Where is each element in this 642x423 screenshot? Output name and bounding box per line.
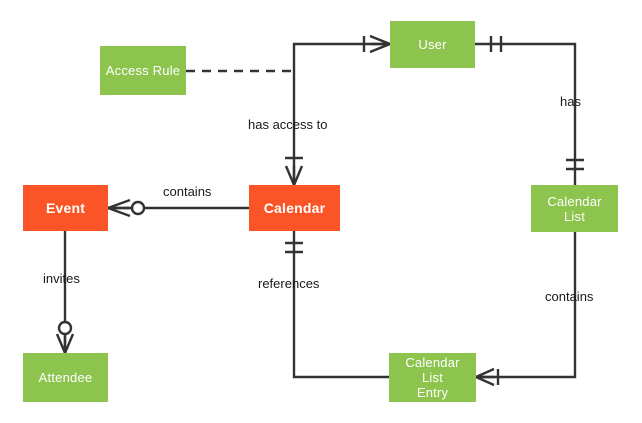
entity-label-access-rule: Access Rule — [105, 63, 181, 78]
connector-calendar-list-entry — [292, 231, 389, 379]
entity-label-calendar-list: Calendar List — [547, 193, 602, 224]
marker-entry-many-to-one — [475, 367, 500, 387]
entity-calendar[interactable]: Calendar — [249, 185, 340, 231]
connector-calendar-user — [292, 42, 390, 185]
entity-label-attendee: Attendee — [38, 370, 93, 385]
entity-user[interactable]: User — [390, 21, 475, 68]
marker-calendar-list-exactly-one — [566, 158, 584, 171]
entity-event[interactable]: Event — [23, 185, 108, 231]
entity-access-rule[interactable]: Access Rule — [100, 46, 186, 95]
relationship-label-contains-event-calendar: contains — [163, 184, 212, 199]
relationship-label-references: references — [258, 276, 320, 291]
relationship-label-invites: invites — [43, 271, 80, 286]
marker-event-zero-or-many — [107, 198, 146, 218]
marker-attendee-zero-or-many — [55, 320, 75, 354]
entity-label-calendar-list-entry: Calendar List Entry — [405, 355, 460, 400]
relationship-label-contains-list-entry: contains — [545, 289, 594, 304]
entity-calendar-list[interactable]: Calendar List — [531, 185, 618, 232]
marker-user-one-or-many — [362, 34, 391, 54]
relationship-label-has: has — [560, 94, 581, 109]
relationship-label-has-access-to: has access to — [248, 117, 328, 132]
marker-calendar-one-or-many — [284, 156, 304, 186]
connector-calendar-list-contains — [476, 232, 577, 379]
entity-label-event: Event — [45, 199, 86, 216]
entity-attendee[interactable]: Attendee — [23, 353, 108, 402]
marker-user-exactly-one — [489, 36, 503, 52]
entity-label-calendar: Calendar — [263, 199, 326, 216]
connector-user-calendar-list — [475, 42, 577, 185]
marker-calendar-bottom-exactly-one — [285, 241, 303, 254]
entity-label-user: User — [418, 37, 447, 52]
entity-calendar-list-entry[interactable]: Calendar List Entry — [389, 353, 476, 402]
